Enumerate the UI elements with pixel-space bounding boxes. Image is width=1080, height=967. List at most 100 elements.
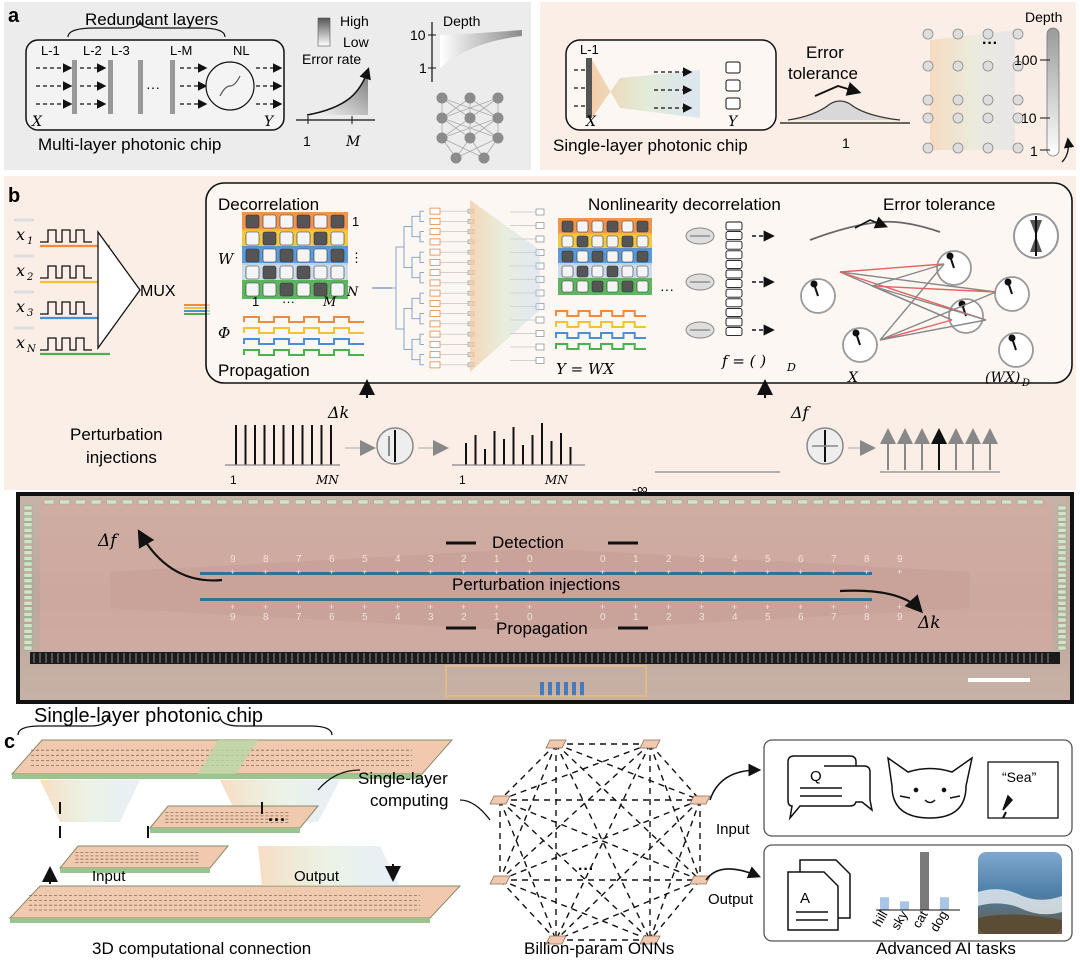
tree-out-pad: [535, 316, 545, 324]
onn-edge: [499, 799, 557, 941]
chip-pad-top: [216, 499, 227, 505]
matrix-cell: [330, 265, 345, 280]
chip-digit-bottom: 8: [864, 612, 870, 623]
deep-node: [1012, 60, 1024, 72]
waveform: [555, 343, 646, 350]
var-x-single: X: [585, 114, 597, 130]
chip-pad-top: [734, 499, 745, 505]
document-icon: [787, 859, 851, 931]
chip-perturbation-label: Perturbation injections: [452, 575, 620, 594]
chip-digit-top: 2: [461, 554, 467, 565]
matrix-cell: [621, 220, 634, 233]
chip-pad-right: [1057, 522, 1067, 527]
matrix-n-label: N: [346, 285, 359, 300]
chip-waveguide-top: [200, 572, 872, 575]
matrix-cell: [313, 265, 328, 280]
tree-branch: [416, 231, 424, 243]
detector-element: [725, 279, 743, 289]
matrix-cell: [262, 265, 277, 280]
output-waveforms: [555, 310, 646, 350]
chip-plus: +: [263, 567, 268, 577]
onn-edge: [649, 743, 701, 801]
chip-pad-right: [1057, 612, 1067, 617]
chip-plus: +: [263, 602, 268, 612]
net-edge: [441, 117, 471, 139]
matrix-cell: [576, 250, 589, 263]
single-layer-computing-l1: Single-layer: [358, 769, 448, 788]
matrix-cell: [279, 231, 294, 246]
chip-digit-bottom: 7: [831, 612, 837, 623]
cross-line: [879, 319, 953, 341]
tree-branch: [416, 210, 424, 222]
net-edge: [455, 137, 499, 159]
matrix-bottom-dots: ···: [282, 294, 295, 309]
input-subscript: 1: [27, 236, 33, 247]
onn-node-chip: [489, 875, 511, 885]
splitter-tree: [372, 207, 545, 369]
chip-io-pad: [540, 682, 544, 696]
net-node: [492, 92, 504, 104]
depth-label-a: Depth: [443, 13, 480, 29]
tree-modulator: [429, 228, 441, 236]
wx-var: (WX): [985, 370, 1020, 386]
chip-pad-top: [247, 499, 259, 505]
matrix-cell: [636, 220, 649, 233]
deep-fan: [930, 30, 1015, 150]
chip-comb-teeth: [33, 653, 1049, 696]
layer-label-l1: L-1: [41, 43, 60, 58]
tree-modulator: [429, 248, 441, 256]
chip-pad-top: [546, 499, 557, 505]
chip-pad-right: [1057, 550, 1067, 555]
onn-graph: [489, 739, 711, 945]
output-arrows: [880, 428, 998, 470]
chip-plus: +: [395, 567, 400, 577]
tree-branch: [416, 251, 424, 263]
matrix-cell: [606, 250, 619, 263]
deep-grid-dots: ···: [982, 35, 998, 52]
chip-digit-top: 2: [666, 554, 672, 565]
deep-node: [1012, 142, 1024, 154]
detector-stack: [725, 221, 743, 337]
chip-pad-top: [640, 499, 651, 505]
depth-label-right: Depth: [1025, 9, 1062, 25]
chip-digit-top: 7: [296, 554, 302, 565]
cross-line: [839, 263, 945, 273]
chip-pad-top: [703, 499, 714, 505]
detector-element: [725, 221, 743, 231]
chip-digit-top: 0: [527, 554, 533, 565]
tree-modulator: [429, 320, 441, 328]
cross-line: [879, 319, 987, 341]
tree-out-pad: [535, 330, 545, 337]
onn-dots: ···: [578, 861, 594, 878]
deep-node: [982, 94, 994, 106]
chip-plus: +: [699, 602, 704, 612]
y-equation: Y = WX: [556, 360, 615, 378]
chip-pad-left: [23, 595, 33, 600]
chip-pad-right: [1057, 589, 1067, 595]
chip-digit-top: 3: [428, 554, 434, 565]
onn-node-chip: [545, 739, 567, 749]
chip-pad-left: [23, 528, 33, 533]
single-layer-computing-l2: computing: [370, 791, 448, 810]
chip-digit-bottom: 4: [732, 612, 738, 623]
deep-node: [1012, 94, 1024, 106]
chip-pad-top: [483, 499, 494, 505]
spikes1-axis-mn: MN: [315, 473, 339, 487]
matrix-cell: [279, 214, 294, 229]
chip-plus: +: [798, 602, 803, 612]
chip-pad-top: [813, 499, 824, 505]
chip-digit-bottom: 6: [329, 612, 335, 623]
layer-label-nl: NL: [233, 43, 250, 58]
chip-pad-left: [23, 645, 33, 651]
chip-pad-top: [122, 499, 133, 505]
mid-chip-1-edge: [150, 828, 300, 833]
multi-layer-dots: ···: [146, 79, 160, 95]
tolerance-arrow-a: [814, 82, 862, 97]
chip-pad-top: [985, 499, 997, 505]
deep-node: [952, 60, 964, 72]
chip-plus: +: [765, 567, 770, 577]
bar-cat: [920, 852, 929, 910]
cross-line: [871, 285, 997, 293]
net-edge: [469, 117, 499, 139]
chip-pad-left: [23, 606, 33, 611]
